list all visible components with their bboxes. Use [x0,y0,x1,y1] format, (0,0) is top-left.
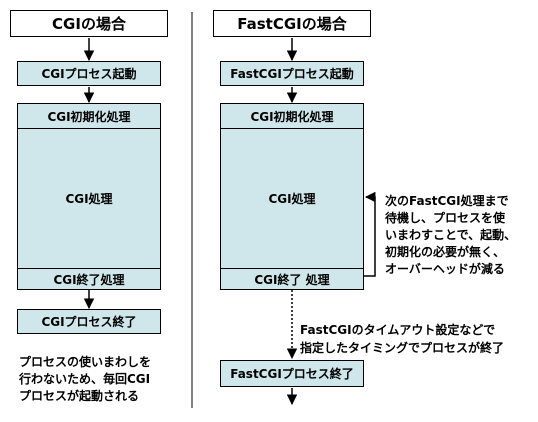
right-process-label: CGI処理 [268,191,316,206]
right-init-label: CGI初期化処理 [250,109,334,124]
left-start-box: CGIプロセス起動 [17,61,161,86]
left-end-divider [18,268,160,269]
right-end-box: FastCGIプロセス終了 [220,360,364,387]
timeout-note-line: FastCGIのタイムアウト設定などで [300,323,496,337]
left-end-process-label: CGI終了処理 [53,272,125,287]
side-note-line: 次のFastCGI処理まで [385,194,509,208]
right-timeout-note: FastCGIのタイムアウト設定などで 指定したタイミングでプロセスが終了 [300,321,504,357]
left-note-line: プロセスが起動される [19,389,140,403]
side-note-line: 初期化の必要が無く、 [385,245,506,259]
side-note-line: 待機し、プロセスを使 [385,211,506,225]
left-init-divider [18,128,160,129]
right-init-divider [221,128,363,129]
left-note-line: プロセスの使いまわしを [19,355,152,369]
loop-back-arrow [362,191,376,277]
right-start-box: FastCGIプロセス起動 [220,61,364,86]
left-note: プロセスの使いまわしを 行わないため、毎回CGI プロセスが起動される [19,354,151,405]
left-end-box: CGIプロセス終了 [17,309,161,334]
left-title: CGIの場合 [10,10,168,37]
right-cgi-block: CGI初期化処理 CGI処理 CGI終了 処理 [220,103,364,290]
left-process-label: CGI処理 [65,191,113,206]
right-end-divider [221,268,363,269]
left-note-line: 行わないため、毎回CGI [19,372,151,386]
right-side-note: 次のFastCGI処理まで 待機し、プロセスを使 いまわすことで、起動、 初期化… [385,193,516,278]
left-cgi-block: CGI初期化処理 CGI処理 CGI終了処理 [17,103,161,290]
side-note-line: オーバーヘッドが減る [385,262,505,276]
right-end-process-label: CGI終了 処理 [254,272,330,287]
left-init-label: CGI初期化処理 [47,109,131,124]
right-title: FastCGIの場合 [213,10,371,37]
timeout-note-line: 指定したタイミングでプロセスが終了 [300,341,505,355]
side-note-line: いまわすことで、起動、 [385,228,517,242]
